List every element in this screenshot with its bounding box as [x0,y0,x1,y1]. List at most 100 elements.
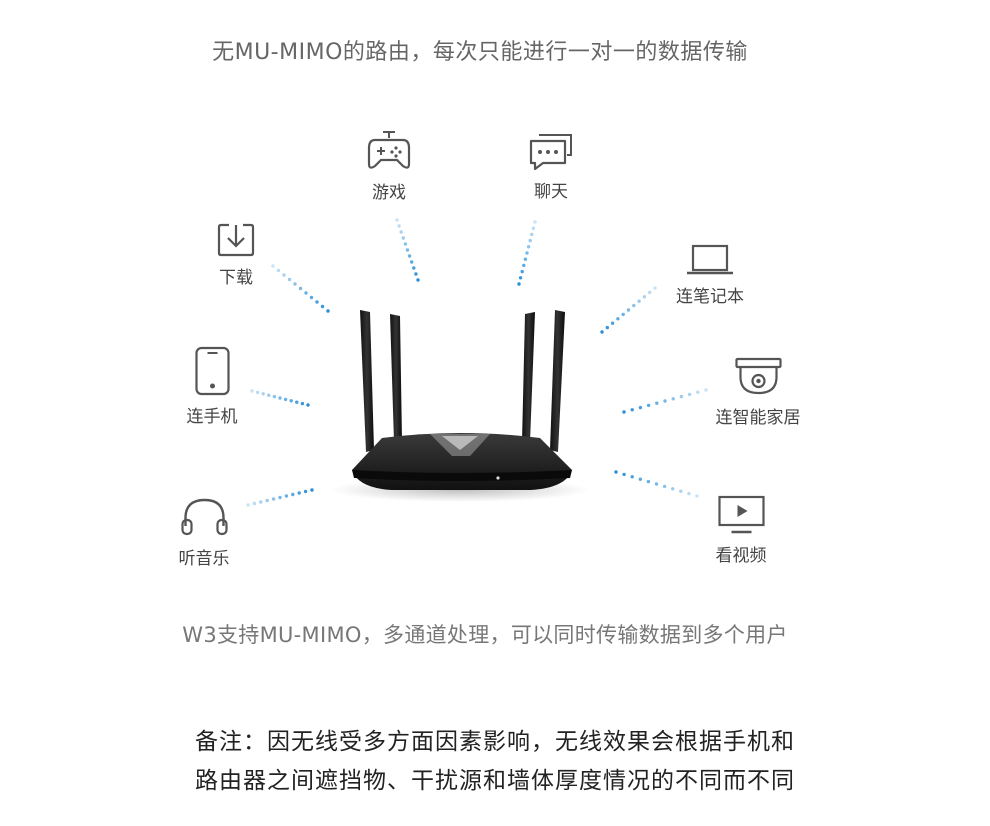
signal-dot [630,475,634,479]
device-gaming: 游戏 [367,130,411,203]
signal-dot [395,218,399,222]
device-label: 看视频 [715,546,767,566]
signal-dot [289,399,293,403]
signal-dot [397,224,401,228]
device-label: 连手机 [186,407,238,427]
router-image [330,310,590,502]
signal-dot [259,500,263,504]
signal-dot [315,300,319,304]
signal-dot [648,290,652,295]
signal-dot [246,503,250,507]
signal-dot [695,494,699,498]
signal-dot [303,489,308,494]
signal-dot [267,393,271,397]
signal-dot [520,269,524,274]
signal-dot [304,291,308,295]
headphones-icon [180,498,228,536]
signal-dot [621,312,625,317]
signal-dot [287,277,292,282]
signal-dot [306,403,310,407]
signal-dot [525,251,529,255]
signal-dot [626,308,631,312]
signal-dot [255,390,260,395]
device-laptop: 连笔记本 [676,244,744,307]
signal-dot [518,276,523,280]
signal-dot [638,405,643,410]
device-label: 连笔记本 [676,287,744,307]
device-label: 连智能家居 [715,408,801,428]
signal-dot [261,392,265,396]
signal-dot [616,317,620,321]
signal-dot [522,263,526,268]
note-line-2: 路由器之间遮挡物、干扰源和墙体厚度情况的不同而不同 [195,768,795,794]
device-music: 听音乐 [179,496,230,569]
signal-dot [654,482,659,486]
device-label: 下载 [219,268,253,288]
device-label: 听音乐 [178,549,230,569]
signal-dot [605,325,609,330]
signal-dot [298,286,303,291]
camera-icon [734,357,782,395]
device-label: 聊天 [534,182,568,202]
signal-dot [531,226,536,230]
signal-dot [637,299,641,303]
signal-dot [284,494,289,498]
signal-dot [282,273,286,277]
signal-dot [528,238,532,243]
signal-dot [622,410,626,414]
signal-dot [523,257,528,261]
signal-dot [622,472,626,477]
signal-dot [517,282,521,286]
signal-dot [530,232,534,237]
phone-icon [194,346,230,396]
signal-dot [646,479,651,484]
signal-dot [309,295,314,300]
signal-dot [610,321,615,325]
signal-dot [653,286,657,290]
signal-dot [407,254,412,258]
signal-dot [252,501,257,506]
device-chat: 聊天 [529,133,573,202]
video-icon [717,495,765,534]
signal-dot [630,408,634,412]
signal-dot [704,388,708,392]
laptop-icon [687,244,733,275]
signal-dot [326,309,330,313]
signal-dot [250,389,254,393]
signal-dot [412,266,416,270]
signal-dot [526,245,531,249]
signal-dot [293,282,297,286]
signal-dot [278,495,282,500]
device-label: 游戏 [372,183,406,203]
signal-dot [399,230,403,234]
download-icon [217,223,255,257]
heading: 无MU-MIMO的路由，每次只能进行一对一的数据传输 [212,40,748,65]
signal-dot [271,264,275,268]
signal-dot [642,295,647,299]
signal-dot [416,278,420,282]
signal-dot [283,397,288,402]
note: 备注：因无线受多方面因素影响，无线效果会根据手机和 路由器之间遮挡物、干扰源和墙… [0,723,990,801]
signal-dot [310,488,314,492]
signal-dot [403,242,408,246]
note-line-1: 备注：因无线受多方面因素影响，无线效果会根据手机和 [195,729,795,755]
signal-dot [297,491,301,495]
signal-dot [300,401,305,406]
signal-dot [679,394,684,399]
device-video: 看视频 [716,495,767,566]
signal-dot [655,401,659,405]
signal-dot [679,489,683,493]
caption: W3支持MU-MIMO，多通道处理，可以同时传输数据到多个用户 [182,623,788,647]
signal-dot [276,268,281,273]
signal-dot [614,470,618,474]
signal-dot [533,220,537,224]
chat-icon [529,134,572,171]
signal-dot [646,403,651,408]
signal-dot [671,397,675,401]
signal-dot [410,260,414,264]
signal-dot [638,477,642,481]
signal-dot [662,484,667,489]
signal-dot [687,392,692,397]
device-smart-home: 连智能家居 [716,357,801,428]
